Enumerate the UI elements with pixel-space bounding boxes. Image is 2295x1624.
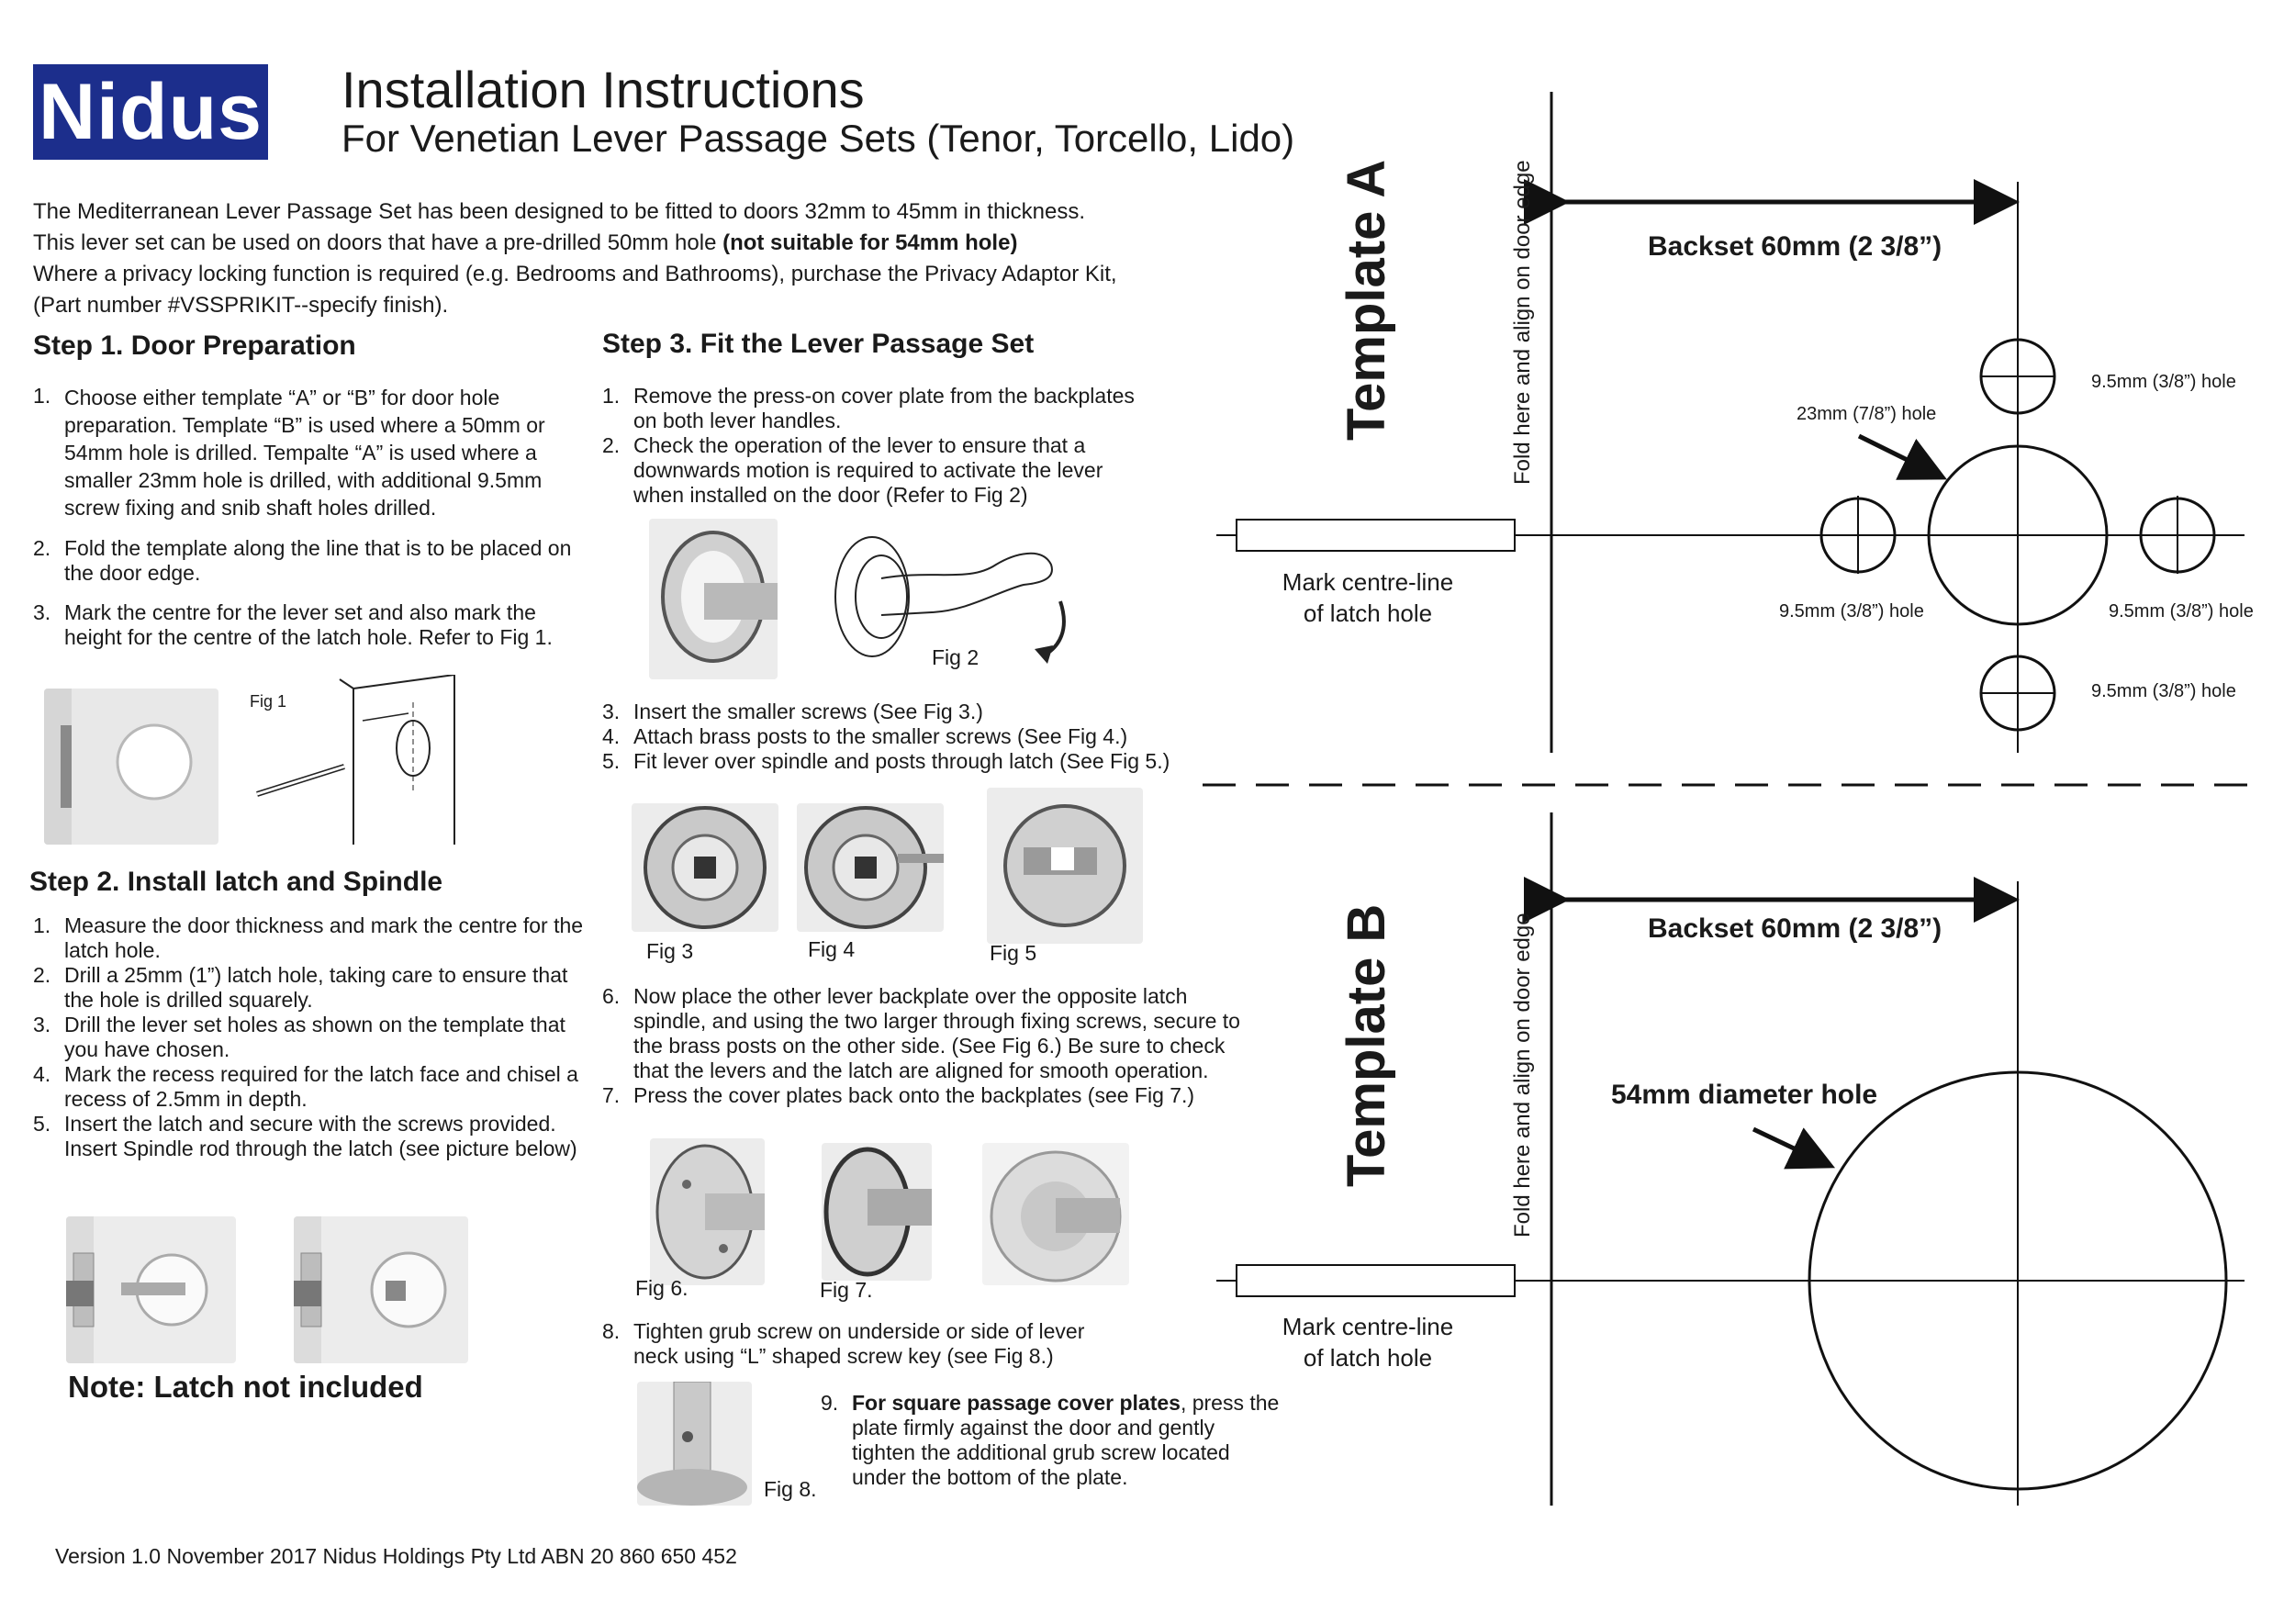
step3-list-a: 1.Remove the press-on cover plate from t… xyxy=(602,384,1153,508)
list-item: 3.Drill the lever set holes as shown on … xyxy=(33,1013,565,1061)
fig6-photo xyxy=(650,1138,765,1285)
list-item: 2.Drill a 25mm (1”) latch hole, taking c… xyxy=(33,963,568,1012)
list-item: 5.Fit lever over spindle and posts throu… xyxy=(602,749,1170,773)
template-b-mark-centre: Mark centre-line of latch hole xyxy=(1282,1313,1454,1372)
list-item: 1.Remove the press-on cover plate from t… xyxy=(602,384,1135,432)
fig-cover-photo xyxy=(982,1143,1129,1285)
latch-photo-2 xyxy=(294,1216,468,1363)
step1-heading: Step 1. Door Preparation xyxy=(33,330,356,361)
template-a-hole-top: 9.5mm (3/8”) hole xyxy=(2091,372,2236,392)
fig5-photo xyxy=(987,788,1143,944)
fig1-label: Fig 1 xyxy=(250,692,287,711)
list-item: 8.Tighten grub screw on underside or sid… xyxy=(602,1319,1085,1368)
list-item: 9.For square passage cover plates, press… xyxy=(821,1391,1280,1489)
fig8-label: Fig 8. xyxy=(764,1477,817,1501)
list-item: 4.Mark the recess required for the latch… xyxy=(33,1062,578,1111)
step3-list-b: 3.Insert the smaller screws (See Fig 3.)… xyxy=(602,700,1245,774)
latch-photo-1 xyxy=(66,1216,236,1363)
fig3-label: Fig 3 xyxy=(646,939,694,963)
template-b-title: Template B xyxy=(1337,903,1396,1187)
fig4-label: Fig 4 xyxy=(808,937,856,961)
template-a-hole-right: 9.5mm (3/8”) hole xyxy=(2109,601,2254,622)
fig8-photo xyxy=(637,1382,752,1506)
list-item: 4.Attach brass posts to the smaller scre… xyxy=(602,724,1128,748)
template-a-hole-bottom: 9.5mm (3/8”) hole xyxy=(2091,681,2236,701)
template-a-mark-centre: Mark centre-line of latch hole xyxy=(1282,568,1454,627)
fig1-drawing xyxy=(256,675,455,845)
template-a-hole-center: 23mm (7/8”) hole xyxy=(1797,404,1937,424)
footer-version: Version 1.0 November 2017 Nidus Holdings… xyxy=(55,1544,737,1568)
fig7-label: Fig 7. xyxy=(820,1278,873,1302)
list-item: 6.Now place the other lever backplate ov… xyxy=(602,984,1240,1082)
fig7-photo xyxy=(822,1143,932,1281)
template-a-fold-text: Fold here and align on door edge xyxy=(1510,160,1535,485)
step1-list: 1.Choose either template “A” or “B” for … xyxy=(33,384,584,665)
list-item: 2.Fold the template along the line that … xyxy=(33,536,572,585)
intro-text: The Mediterranean Lever Passage Set has … xyxy=(33,196,1226,321)
template-b-hole: 54mm diameter hole xyxy=(1611,1080,1878,1110)
page-title: Installation Instructions xyxy=(341,61,865,118)
fig2-lever-drawing xyxy=(834,536,1066,664)
fig5-label: Fig 5 xyxy=(990,941,1037,965)
template-a-backset: Backset 60mm (2 3/8”) xyxy=(1648,231,1942,262)
fig6-label: Fig 6. xyxy=(635,1276,688,1300)
page-subtitle: For Venetian Lever Passage Sets (Tenor, … xyxy=(341,117,1295,160)
template-a-title: Template A xyxy=(1337,159,1396,441)
template-a-hole-left: 9.5mm (3/8”) hole xyxy=(1779,601,1924,622)
list-item: 7.Press the cover plates back onto the b… xyxy=(602,1083,1195,1107)
list-item: 5.Insert the latch and secure with the s… xyxy=(33,1112,556,1136)
nidus-logo: Nidus xyxy=(33,64,268,160)
step3-item8: 8.Tighten grub screw on underside or sid… xyxy=(602,1319,1116,1369)
list-item: 3.Mark the centre for the lever set and … xyxy=(33,600,553,649)
list-item: 1.Measure the door thickness and mark th… xyxy=(33,913,584,962)
fig4-photo xyxy=(797,803,944,932)
fig3-photo xyxy=(632,803,778,932)
step2-list: 1.Measure the door thickness and mark th… xyxy=(33,913,602,1161)
intro-line: (Part number #VSSPRIKIT--specify finish)… xyxy=(33,293,449,318)
list-item: 2.Check the operation of the lever to en… xyxy=(602,433,1103,507)
template-b-fold-text: Fold here and align on door edge xyxy=(1510,913,1535,1238)
fig2-label: Fig 2 xyxy=(932,645,980,669)
door-hole-photo xyxy=(44,689,218,845)
list-item: 1.Choose either template “A” or “B” for … xyxy=(33,384,545,520)
template-b-backset: Backset 60mm (2 3/8”) xyxy=(1648,913,1942,944)
intro-line: Where a privacy locking function is requ… xyxy=(33,262,1117,286)
step2-heading: Step 2. Install latch and Spindle xyxy=(29,867,443,897)
intro-line: This lever set can be used on doors that… xyxy=(33,230,1018,255)
step3-item9: 9.For square passage cover plates, press… xyxy=(821,1391,1280,1490)
step3-heading: Step 3. Fit the Lever Passage Set xyxy=(602,329,1035,359)
intro-line: The Mediterranean Lever Passage Set has … xyxy=(33,199,1085,224)
step3-list-c: 6.Now place the other lever backplate ov… xyxy=(602,984,1263,1108)
list-item: 3.Insert the smaller screws (See Fig 3.) xyxy=(602,700,983,723)
latch-note: Note: Latch not included xyxy=(68,1370,423,1404)
list-item: Insert Spindle rod through the latch (se… xyxy=(64,1137,577,1160)
backplate-photo xyxy=(649,519,778,679)
